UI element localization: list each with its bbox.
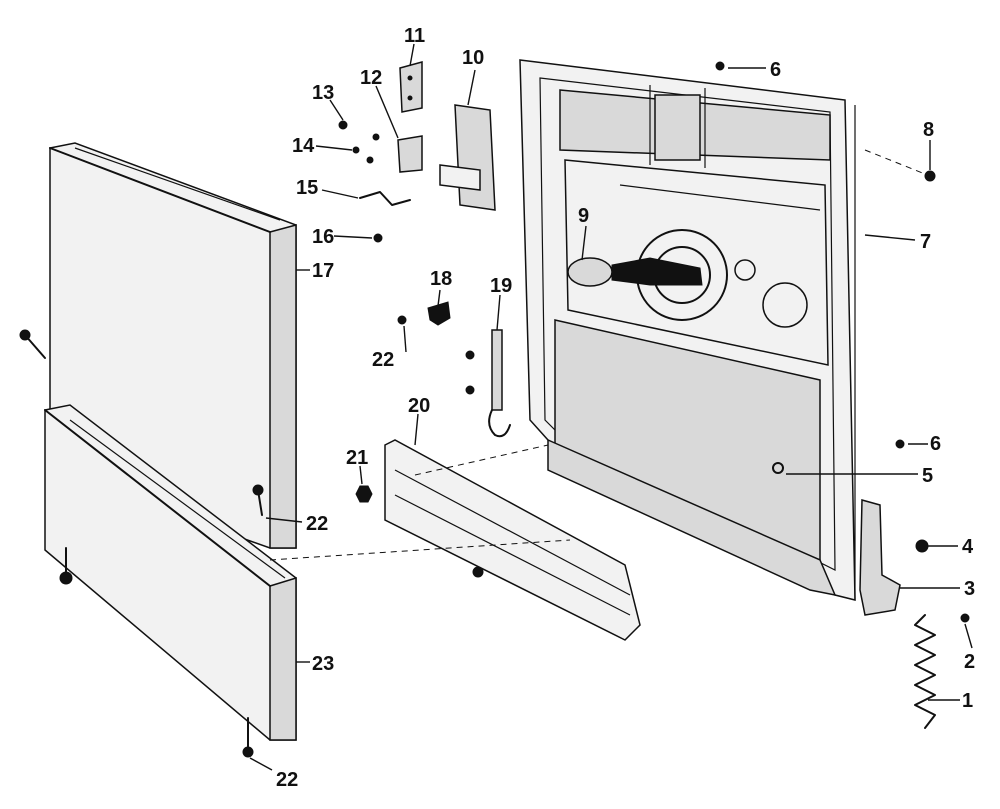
screw-part-6-top: [715, 61, 725, 71]
callout-17: 17: [312, 260, 334, 282]
callout-14: 14: [292, 135, 315, 157]
screw-part-2: [960, 613, 970, 623]
callout-6-top: 6: [770, 59, 781, 81]
alignment-line: [414, 444, 549, 476]
callout-23: 23: [312, 653, 334, 675]
callout-16: 16: [312, 226, 334, 248]
nut-part-4: [915, 539, 929, 553]
callout-11: 11: [404, 25, 425, 47]
leader-lines: [249, 43, 973, 771]
callout-18: 18: [430, 268, 452, 290]
hinge-plate-part-11: [399, 61, 423, 113]
callout-22-middle: 22: [306, 513, 328, 535]
callout-1: 1: [962, 690, 973, 712]
callout-8: 8: [923, 119, 934, 141]
callout-22-bottom: 22: [276, 769, 298, 791]
inner-door-frame-part-7: [519, 59, 856, 601]
callout-13: 13: [312, 82, 334, 104]
callout-10: 10: [462, 47, 484, 69]
spring-part-1: [914, 614, 936, 729]
callout-3: 3: [964, 578, 975, 600]
hinge-part-12: [397, 135, 423, 173]
callout-12: 12: [360, 67, 382, 89]
screw-part-16: [373, 233, 383, 243]
callout-21: 21: [346, 447, 368, 469]
screw-part-13: [338, 120, 348, 130]
callout-6-lower: 6: [930, 433, 941, 455]
callout-5: 5: [922, 465, 933, 487]
dispenser-part-9: [567, 257, 703, 287]
hinge-bracket-part-10: [439, 104, 496, 211]
nut-part-21: [355, 485, 373, 503]
callout-9: 9: [578, 205, 589, 227]
callout-19: 19: [490, 275, 512, 297]
bracket-part-19: [465, 329, 511, 438]
callout-2: 2: [964, 651, 975, 673]
screw-part-6-lower: [895, 439, 905, 449]
screw-part-22-bottom: [242, 717, 254, 758]
alignment-line: [864, 149, 931, 177]
clip-part-18: [397, 301, 451, 326]
callout-22-upper: 22: [372, 349, 394, 371]
callout-4: 4: [962, 536, 974, 558]
bumper-part-5: [772, 462, 784, 474]
screw-lower-left: [59, 547, 73, 585]
screw-upper-left: [19, 329, 46, 359]
hinge-arm-part-3: [859, 499, 901, 616]
screws-part-14: [352, 133, 380, 164]
callout-20: 20: [408, 395, 430, 417]
toe-panel-part-23: [44, 404, 297, 741]
callout-7: 7: [920, 231, 931, 253]
screw-part-22-panel: [252, 484, 264, 516]
callout-15: 15: [296, 177, 318, 199]
spring-part-15: [359, 191, 411, 206]
console-trim-part-20: [384, 439, 641, 641]
